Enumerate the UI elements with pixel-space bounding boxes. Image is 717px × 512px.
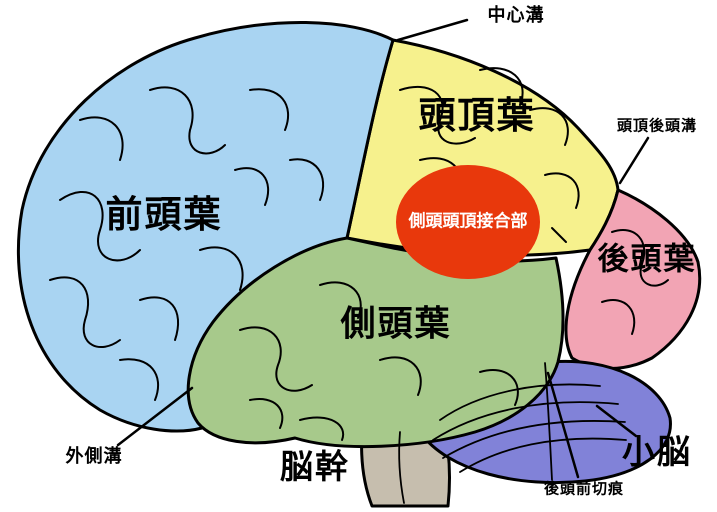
central-sulcus-label: 中心溝 (487, 5, 545, 26)
occipital-lobe-label: 後頭葉 (597, 241, 697, 278)
brainstem-label: 脳幹 (280, 447, 350, 486)
temporoparietal-junction-marker (396, 165, 540, 279)
parietal-lobe-label: 頭頂葉 (418, 94, 536, 137)
preoccipital-notch-label: 後頭前切痕 (543, 479, 625, 498)
lateral-sulcus-label: 外側溝 (65, 446, 123, 467)
temporal-lobe-label: 側頭葉 (340, 304, 452, 345)
lateral-sulcus-line (116, 386, 194, 447)
cerebellum-label: 小脳 (622, 432, 692, 471)
temporal-lobe-region (186, 236, 565, 449)
leader-lines (116, 18, 650, 479)
preoccipital-notch-line (546, 371, 580, 479)
cerebellum-line (595, 404, 638, 438)
occipital-lobe-region (564, 188, 702, 370)
tpj-tick-line (551, 227, 567, 243)
central-sulcus-line (396, 18, 469, 42)
temporoparietal-junction-label: 側頭頭頂接合部 (408, 211, 528, 232)
frontal-lobe-label: 前頭葉 (105, 193, 223, 236)
parieto-occipital-sulcus-label: 頭頂後頭溝 (616, 116, 698, 135)
parieto-occipital-sulcus-line (618, 136, 650, 185)
